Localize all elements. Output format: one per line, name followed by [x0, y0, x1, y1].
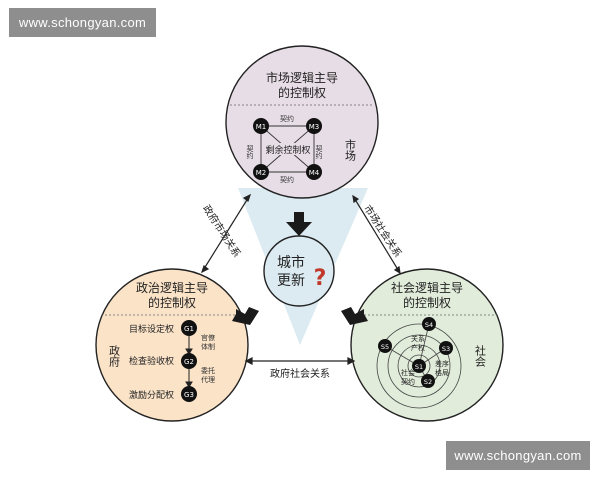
government-node: G2	[181, 353, 197, 369]
svg-text:M4: M4	[309, 169, 320, 177]
society-node: S1	[412, 359, 426, 373]
government-step-label: 激励分配权	[129, 389, 174, 401]
government-circle: 政治逻辑主导 的控制权 政府 目标设定权 检查验收权 激励分配权 G1 G2 G…	[95, 268, 249, 422]
government-node: G3	[181, 386, 197, 402]
market-edge-bottom: 契约	[280, 175, 294, 184]
market-title-line2: 的控制权	[278, 85, 326, 100]
svg-text:G2: G2	[184, 358, 194, 366]
society-node: S3	[439, 341, 453, 355]
market-edge-right: 契约	[315, 144, 323, 160]
market-core-label: 剩余控制权	[265, 144, 310, 156]
relation-arrow-gov-society	[244, 357, 356, 365]
svg-text:S2: S2	[424, 378, 432, 386]
market-circle: 市场逻辑主导 的控制权 市场 契约 契约 契约 契约 剩余控制权 M1 M3 M…	[225, 45, 379, 199]
society-title-line2: 的控制权	[403, 295, 451, 310]
society-label-pattern: 差序 格局	[435, 359, 451, 377]
relation-arrow-gov-market	[200, 193, 252, 274]
society-label-relation: 关系 产权	[411, 334, 427, 352]
government-step-label: 检查验收权	[129, 355, 174, 367]
market-node: M2	[253, 164, 269, 180]
watermark-bottom: www.schongyan.com	[446, 441, 590, 470]
market-side-label: 市场	[344, 138, 357, 162]
watermark-top: www.schongyan.com	[9, 8, 156, 37]
relation-label-gov-market: 政府市场关系	[200, 202, 244, 259]
market-edge-top: 契约	[280, 114, 294, 123]
market-title-line1: 市场逻辑主导	[266, 70, 338, 85]
center-label-line2: 更新	[277, 273, 305, 289]
society-node: S4	[422, 317, 436, 331]
society-label-contract: 社会 契约	[401, 368, 417, 386]
market-node: M3	[306, 118, 322, 134]
arrow-from-society-icon	[341, 307, 368, 325]
relation-label-gov-society: 政府社会关系	[270, 367, 330, 380]
arrow-from-market-icon	[286, 212, 312, 236]
government-flow-arrows	[185, 336, 193, 388]
government-side-label: 政府	[108, 344, 121, 368]
svg-text:M3: M3	[309, 123, 320, 131]
question-mark-icon: ?	[314, 266, 327, 291]
center-label-line1: 城市	[277, 254, 305, 271]
government-note-bureaucracy: 官僚 体制	[201, 333, 217, 351]
government-note-principal-agent: 委托 代理	[201, 366, 217, 384]
svg-text:S3: S3	[442, 345, 450, 353]
market-node: M1	[253, 118, 269, 134]
government-title-line2: 的控制权	[148, 295, 196, 310]
society-node: S5	[378, 339, 392, 353]
market-node: M4	[306, 164, 322, 180]
svg-text:M1: M1	[256, 123, 267, 131]
government-title-line1: 政治逻辑主导	[136, 281, 208, 295]
society-title-line1: 社会逻辑主导	[391, 280, 463, 295]
government-node: G1	[181, 320, 197, 336]
relation-arrow-market-society	[352, 194, 401, 275]
svg-text:G3: G3	[184, 391, 194, 399]
relation-label-market-society: 市场社会关系	[361, 202, 405, 259]
society-circle: 社会逻辑主导 的控制权 社会 关系 产权 社会 契约 差序 格局 S	[350, 268, 504, 422]
market-edge-left: 契约	[246, 144, 254, 160]
svg-text:S4: S4	[425, 321, 433, 329]
society-side-label: 社会	[474, 344, 487, 367]
svg-text:S5: S5	[381, 343, 389, 351]
center-circle: 城市 更新 ?	[263, 235, 335, 307]
government-step-label: 目标设定权	[129, 323, 174, 335]
svg-text:S1: S1	[415, 363, 423, 371]
society-node: S2	[421, 374, 435, 388]
arrow-from-government-icon	[232, 307, 259, 325]
svg-text:G1: G1	[184, 325, 194, 333]
svg-text:M2: M2	[256, 169, 267, 177]
